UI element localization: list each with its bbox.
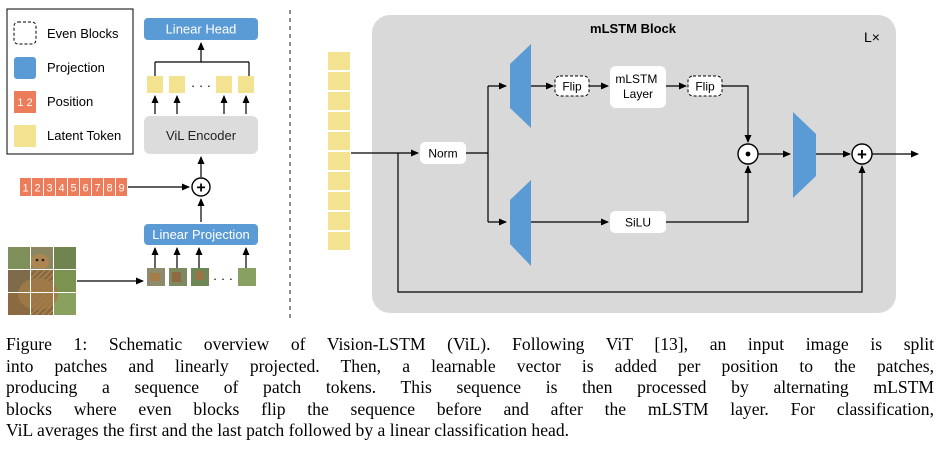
linear-projection-label: Linear Projection [152, 227, 250, 242]
token-sequence [328, 52, 350, 250]
linear-projection-box [144, 224, 258, 245]
figure-caption: Figure 1: Schematic overview of Vision-L… [6, 334, 934, 442]
legend-latent-token-label: Latent Token [47, 128, 121, 143]
legend-projection-swatch [14, 57, 36, 79]
flip-in-label: Flip [562, 80, 582, 94]
position-cell [32, 178, 43, 196]
flip-out-label: Flip [695, 80, 715, 94]
position-number: 2 [34, 183, 40, 195]
legend-position-label: Position [47, 94, 93, 109]
latent-token [328, 152, 350, 170]
latent-token [328, 72, 350, 90]
latent-token [328, 52, 350, 70]
position-number: 5 [70, 183, 76, 195]
caption-line: ViL averages the first and the last patc… [6, 420, 570, 440]
legend: Even Blocks Projection 1 2 Position Late… [6, 8, 134, 155]
position-number: 7 [94, 183, 100, 195]
norm-box [420, 142, 466, 164]
vil-encoder-box [144, 116, 258, 154]
patch-ellipsis: · · · [213, 271, 233, 286]
norm-label: Norm [428, 147, 457, 161]
position-number: 6 [82, 183, 88, 195]
output-token [238, 76, 254, 93]
caption-line: producing a sequence of patch tokens. Th… [6, 377, 934, 397]
silu-box [610, 211, 666, 233]
linear-head-box [144, 18, 258, 40]
legend-even-blocks-label: Even Blocks [47, 26, 119, 41]
latent-token [328, 92, 350, 110]
position-cell [116, 178, 127, 196]
lower-up-projection [510, 180, 531, 266]
caption-line: into patches and linearly projected. The… [6, 355, 934, 376]
residual-add-symbol: + [857, 145, 867, 164]
latent-token [328, 172, 350, 190]
multiply-dot [745, 151, 751, 157]
latent-token [328, 232, 350, 250]
latent-token [328, 192, 350, 210]
output-token-ellipsis: · · · [191, 78, 211, 93]
output-token [169, 76, 185, 93]
position-number: 9 [118, 183, 124, 195]
latent-token [328, 132, 350, 150]
legend-position-sample: 1 2 [17, 97, 32, 109]
vil-encoder-label: ViL Encoder [166, 128, 237, 143]
mlstm-layer-label-line2: Layer [623, 87, 653, 101]
upper-up-projection [510, 44, 531, 128]
position-cell [56, 178, 67, 196]
animal-head [31, 254, 49, 270]
linear-head-label: Linear Head [166, 22, 237, 37]
mlstm-layer-label-line1: mLSTM [615, 72, 657, 86]
mlstm-layer-label: mLSTM Layer [615, 72, 660, 101]
animal-body [18, 278, 58, 310]
vil-diagram: Even Blocks Projection 1 2 Position Late… [6, 8, 919, 318]
output-token [216, 76, 232, 93]
position-cell [20, 178, 31, 196]
add-position-symbol: + [196, 180, 205, 197]
legend-frame [6, 8, 134, 155]
caption-line: Figure 1: Schematic overview of Vision-L… [6, 334, 934, 354]
legend-even-blocks-swatch [13, 21, 37, 45]
position-cell [92, 178, 103, 196]
position-number: 1 [22, 183, 28, 195]
silu-label: SiLU [625, 216, 651, 230]
mlstm-block: mLSTM Block L× Norm Flip mLSTM Layer Fli… [351, 15, 919, 313]
left-pipeline: Linear Head · · · ViL Encoder + [8, 18, 258, 315]
caption-line: blocks where even blocks flip the sequen… [6, 398, 934, 419]
legend-projection-label: Projection [47, 60, 105, 75]
position-cell [80, 178, 91, 196]
output-token [147, 76, 163, 93]
position-number: 4 [58, 183, 64, 195]
position-number: 8 [106, 183, 112, 195]
position-cell [104, 178, 115, 196]
latent-token [328, 112, 350, 130]
output-tokens: · · · [147, 76, 254, 93]
legend-position-swatch [14, 91, 36, 113]
legend-latent-token-swatch [14, 125, 36, 147]
patch-tile [238, 268, 256, 286]
latent-token [328, 212, 350, 230]
patch-tiles: · · · [147, 268, 256, 286]
position-embeddings: 1 2 3 4 5 6 7 8 9 [20, 178, 127, 196]
mlstm-layer-box [610, 66, 666, 108]
position-cell [68, 178, 79, 196]
position-cell [44, 178, 55, 196]
mlstm-block-title: mLSTM Block [590, 21, 677, 36]
down-projection [793, 112, 816, 198]
mlstm-block-background [372, 15, 896, 313]
mlstm-block-repeat: L× [864, 29, 880, 45]
position-number: 3 [46, 183, 52, 195]
input-image [8, 247, 76, 315]
add-position-node [191, 177, 211, 197]
